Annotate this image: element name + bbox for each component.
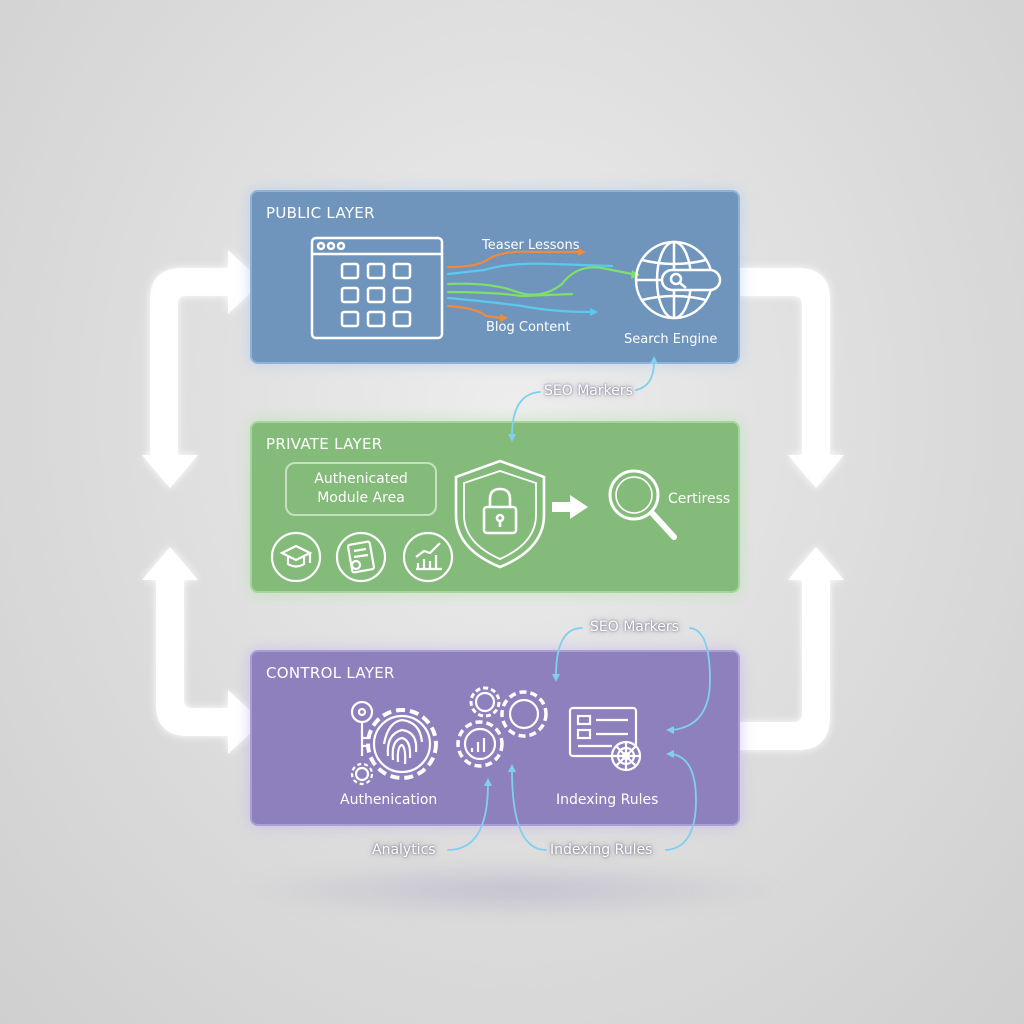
flow-cyan-1 [446, 262, 614, 276]
arrowhead-right-down [788, 455, 844, 488]
floor-shadow [230, 860, 790, 920]
certiress-label: Certiress [668, 491, 731, 507]
seo-markers-bottom-label: SEO Markers [590, 619, 679, 635]
arrow-right-top [740, 268, 830, 458]
module-line-2: Module Area [317, 490, 405, 506]
control-layer-graphics [350, 686, 642, 786]
analytics-connector [447, 783, 489, 851]
seo-connector-bottom-left [555, 627, 583, 677]
arrow-right-bottom [740, 578, 830, 750]
public-layer-title: PUBLIC LAYER [266, 204, 375, 222]
small-gear-icon [350, 762, 374, 786]
globe-search-icon [634, 240, 722, 320]
private-layer-title: PRIVATE LAYER [266, 435, 383, 453]
browser-grid-icon [310, 236, 444, 340]
seo-connector-bottom-right [671, 627, 711, 731]
gears-icon [456, 686, 548, 768]
seo-markers-top-label: SEO Markers [544, 383, 633, 399]
chart-icon [402, 531, 454, 583]
search-engine-label: Search Engine [624, 332, 718, 347]
teaser-lessons-label: Teaser Lessons [482, 238, 580, 253]
arrow-left-bottom [156, 578, 262, 754]
seo-connector-top-right [635, 361, 655, 391]
authentication-label: Authenication [340, 792, 438, 808]
public-layer: PUBLIC LAYER [250, 190, 740, 364]
arrowhead-right-up [788, 547, 844, 580]
fingerprint-gear-icon [366, 708, 438, 780]
flow-green-2 [446, 290, 574, 298]
arrowhead-left-down [142, 455, 198, 488]
flow-green-1 [446, 266, 634, 296]
flow-orange-2 [446, 304, 504, 320]
control-layer: CONTROL LAYER [250, 650, 740, 826]
analytics-label: Analytics [372, 842, 436, 858]
public-layer-graphics [310, 236, 722, 340]
indexing-connector-left [511, 769, 547, 851]
magnifier-icon [608, 469, 677, 540]
control-layer-title: CONTROL LAYER [266, 664, 395, 682]
private-layer-graphics [270, 459, 677, 583]
private-layer: PRIVATE LAYER Authenicated Module Area [250, 421, 740, 593]
certificate-icon [335, 531, 387, 583]
indexing-rules-bottom-label: Indexing Rules [550, 842, 653, 858]
flow-orange-1 [446, 250, 580, 269]
indexing-rules-label: Indexing Rules [556, 792, 659, 808]
module-line-1: Authenicated [314, 471, 408, 487]
indexing-connector-right [665, 753, 697, 851]
authenticated-module-area: Authenicated Module Area [285, 462, 437, 516]
arrow-left-top [150, 250, 262, 460]
arrow-right-icon [552, 495, 588, 519]
flow-cyan-2 [446, 296, 594, 314]
arrowhead-left-up [142, 547, 198, 580]
shield-lock-icon [454, 459, 546, 569]
blog-content-label: Blog Content [486, 320, 571, 335]
spider-web-document-icon [568, 706, 642, 772]
seo-connector-top-left [511, 391, 541, 437]
graduation-cap-icon [270, 531, 322, 583]
